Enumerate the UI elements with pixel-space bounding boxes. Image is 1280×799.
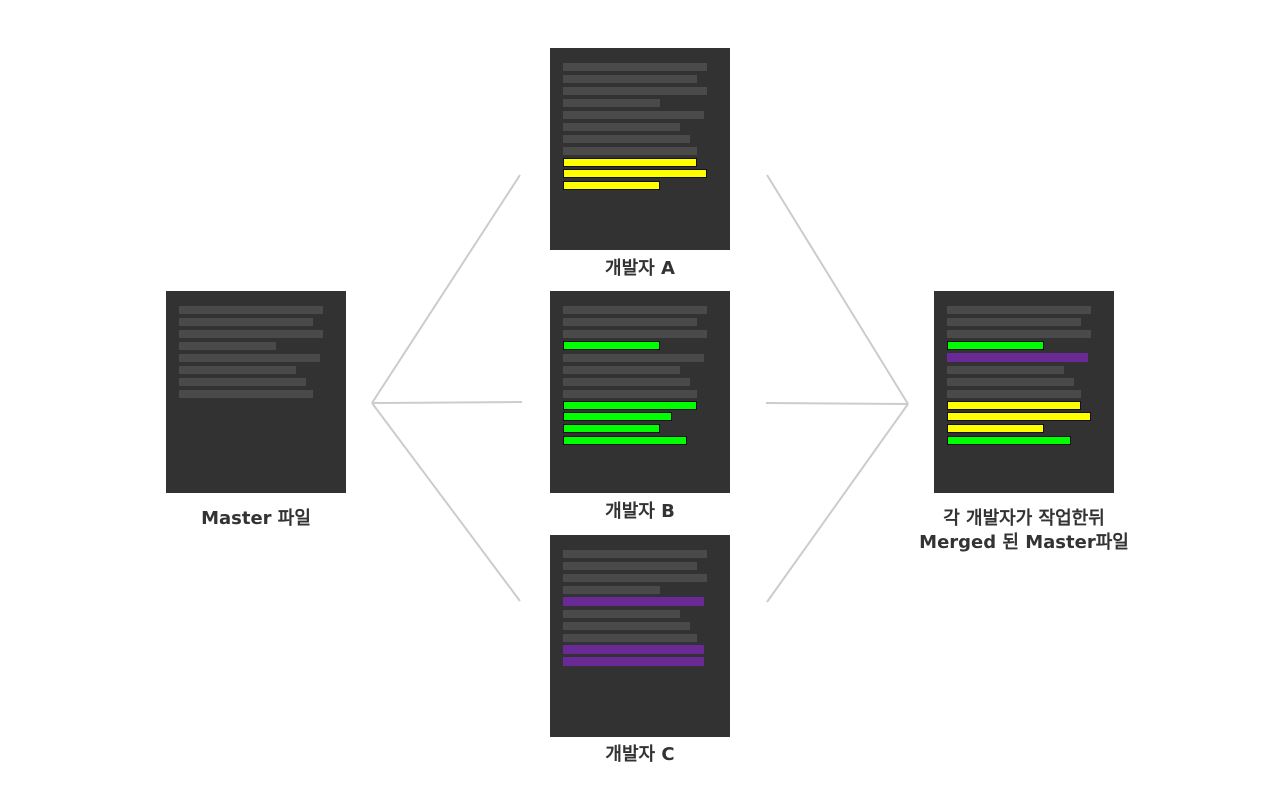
text-line bbox=[179, 354, 320, 362]
text-line bbox=[563, 610, 680, 618]
text-line bbox=[563, 75, 697, 83]
highlight-line-b bbox=[563, 412, 672, 421]
text-line bbox=[179, 378, 306, 386]
dev-c-document bbox=[550, 535, 730, 737]
master-document bbox=[166, 291, 346, 493]
highlight-line-b bbox=[947, 341, 1044, 350]
text-line bbox=[947, 330, 1091, 338]
text-line bbox=[563, 99, 660, 107]
text-line bbox=[947, 318, 1081, 326]
text-line bbox=[179, 306, 323, 314]
text-line bbox=[563, 63, 707, 71]
text-line bbox=[563, 111, 704, 119]
dev-c-label: 개발자 C bbox=[605, 744, 675, 765]
text-line bbox=[563, 330, 707, 338]
highlight-line-c bbox=[563, 597, 704, 606]
highlight-line-a bbox=[563, 158, 697, 167]
text-line bbox=[947, 306, 1091, 314]
dev-a-label: 개발자 A bbox=[605, 258, 675, 279]
highlight-line-b bbox=[563, 424, 660, 433]
connector-b-to-merged bbox=[765, 402, 909, 405]
connector-master-to-c bbox=[371, 402, 521, 602]
dev-b-document bbox=[550, 291, 730, 493]
text-line bbox=[563, 366, 680, 374]
text-line bbox=[563, 306, 707, 314]
text-line bbox=[563, 550, 707, 558]
merged-label-line2: Merged 된 Master파일 bbox=[919, 532, 1129, 553]
merged-label-line1: 각 개발자가 작업한뒤 bbox=[943, 508, 1105, 529]
text-line bbox=[179, 330, 323, 338]
highlight-line-b bbox=[563, 341, 660, 350]
text-line bbox=[563, 354, 704, 362]
text-line bbox=[179, 318, 313, 326]
text-line bbox=[563, 135, 690, 143]
text-line bbox=[179, 342, 276, 350]
highlight-line-a bbox=[563, 169, 707, 178]
highlight-line-c bbox=[563, 645, 704, 654]
text-line bbox=[563, 318, 697, 326]
text-line bbox=[563, 586, 660, 594]
text-line bbox=[563, 390, 697, 398]
text-line bbox=[563, 634, 697, 642]
connector-a-to-merged bbox=[766, 174, 909, 405]
text-line bbox=[947, 378, 1074, 386]
highlight-line-b bbox=[563, 401, 697, 410]
connector-master-to-a bbox=[371, 174, 521, 404]
master-label: Master 파일 bbox=[201, 508, 311, 529]
text-line bbox=[179, 390, 313, 398]
connector-c-to-merged bbox=[766, 403, 909, 603]
merged-label: 각 개발자가 작업한뒤 Merged 된 Master파일 bbox=[904, 507, 1144, 555]
dev-b-label: 개발자 B bbox=[605, 501, 675, 522]
highlight-line-c bbox=[563, 657, 704, 666]
highlight-line-a bbox=[947, 401, 1081, 410]
text-line bbox=[563, 574, 707, 582]
text-line bbox=[563, 562, 697, 570]
text-line bbox=[563, 622, 690, 630]
highlight-line-b bbox=[563, 436, 687, 445]
text-line bbox=[563, 87, 707, 95]
highlight-line-a bbox=[947, 424, 1044, 433]
text-line bbox=[947, 366, 1064, 374]
text-line bbox=[563, 147, 697, 155]
text-line bbox=[179, 366, 296, 374]
highlight-line-a bbox=[947, 412, 1091, 421]
dev-a-document bbox=[550, 48, 730, 250]
connector-master-to-b bbox=[371, 401, 523, 404]
highlight-line-b bbox=[947, 436, 1071, 445]
highlight-line-c bbox=[947, 353, 1088, 362]
text-line bbox=[563, 378, 690, 386]
text-line bbox=[947, 390, 1081, 398]
highlight-line-a bbox=[563, 181, 660, 190]
merged-document bbox=[934, 291, 1114, 493]
text-line bbox=[563, 123, 680, 131]
